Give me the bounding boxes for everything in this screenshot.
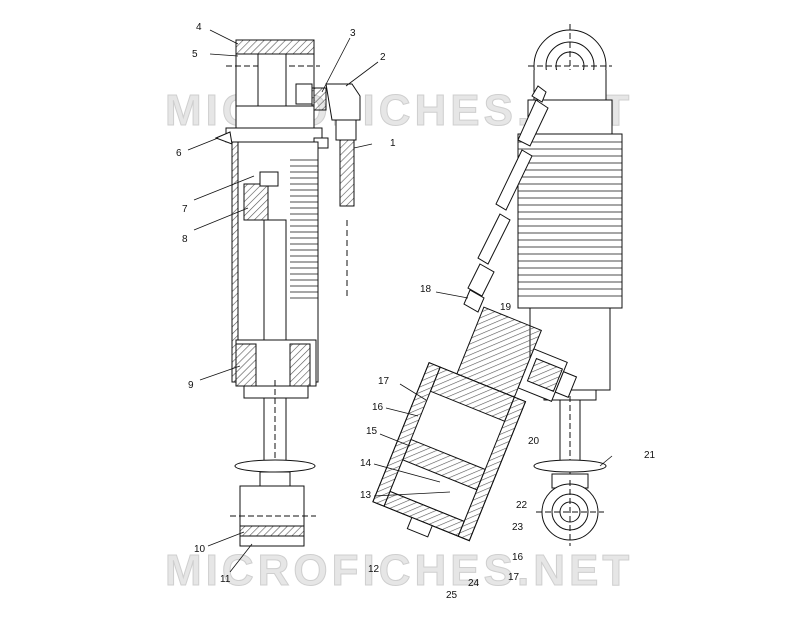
hose-nut bbox=[311, 87, 327, 111]
callout-3: 3 bbox=[350, 28, 356, 39]
callout-22: 22 bbox=[516, 500, 528, 511]
seal-head-right bbox=[289, 343, 311, 387]
callout-5: 5 bbox=[192, 49, 198, 60]
callout-21: 21 bbox=[644, 450, 656, 461]
callout-7: 7 bbox=[182, 204, 188, 215]
callout-10: 10 bbox=[194, 544, 206, 555]
callout-23: 23 bbox=[512, 522, 524, 533]
canister-wall-right bbox=[457, 396, 527, 542]
watermark-bottom: MICROFICHES.NET bbox=[165, 546, 633, 595]
callout-17-top: 17 bbox=[378, 376, 390, 387]
piston bbox=[243, 183, 269, 221]
adjuster-knob bbox=[526, 357, 564, 392]
callout-2: 2 bbox=[380, 52, 386, 63]
bottom-bushing bbox=[239, 525, 305, 537]
seal-head-left bbox=[235, 343, 257, 387]
spring-coils-right bbox=[518, 141, 622, 297]
callout-16-top: 16 bbox=[372, 402, 384, 413]
callout-4: 4 bbox=[196, 22, 202, 33]
reservoir-hose bbox=[463, 85, 549, 313]
callout-15: 15 bbox=[366, 426, 378, 437]
callout-16-bottom: 16 bbox=[512, 552, 524, 563]
callout-25: 25 bbox=[446, 590, 458, 601]
callout-8: 8 bbox=[182, 234, 188, 245]
callout-13: 13 bbox=[360, 490, 372, 501]
schrader-valve bbox=[339, 139, 355, 207]
callout-9: 9 bbox=[188, 380, 194, 391]
threaded-sleeve bbox=[231, 141, 239, 383]
callout-numbers: 1 2 3 4 5 6 7 8 9 10 11 12 13 14 15 16 1… bbox=[176, 22, 656, 601]
callout-20: 20 bbox=[528, 436, 540, 447]
spring-coils-left bbox=[290, 159, 318, 299]
leader-lines bbox=[187, 29, 613, 573]
callout-12: 12 bbox=[368, 564, 380, 575]
left-shock-cutaway bbox=[214, 39, 361, 547]
callout-24: 24 bbox=[468, 578, 480, 589]
callout-11: 11 bbox=[220, 574, 231, 585]
reservoir-canister bbox=[372, 306, 578, 542]
callout-17-bottom: 17 bbox=[508, 572, 520, 583]
right-shock-assembled bbox=[517, 24, 623, 546]
top-bushing bbox=[235, 39, 315, 55]
callout-14: 14 bbox=[360, 458, 372, 469]
callout-1: 1 bbox=[390, 138, 396, 149]
callout-6: 6 bbox=[176, 148, 182, 159]
callout-19: 19 bbox=[500, 302, 512, 313]
collar-nut bbox=[214, 131, 233, 145]
callout-18: 18 bbox=[420, 284, 432, 295]
